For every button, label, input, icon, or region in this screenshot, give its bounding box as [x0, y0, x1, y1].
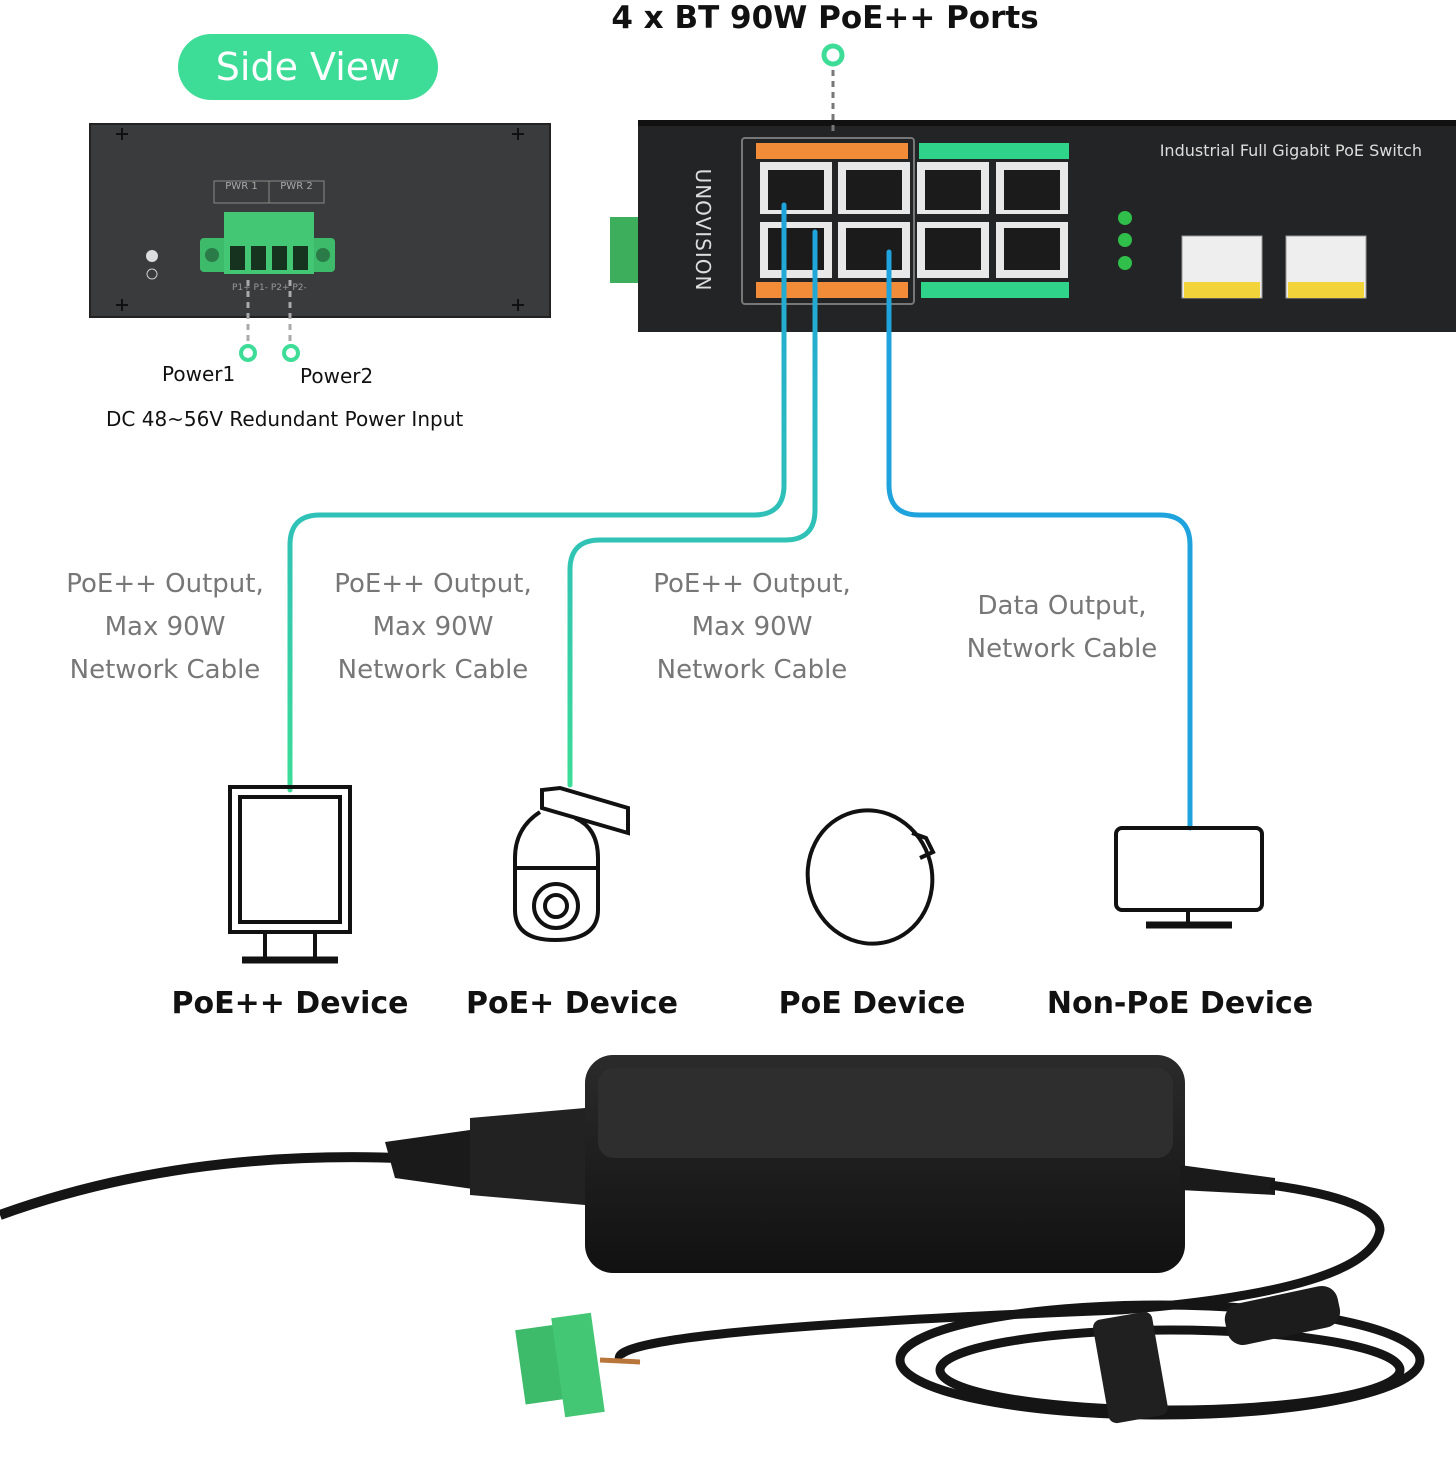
access-point-icon [805, 808, 936, 946]
poe-switch [610, 43, 1456, 332]
output-1-line2: Max 90W [104, 612, 226, 642]
device-label-3: PoE Device [778, 986, 966, 1021]
output-4-line2: Network Cable [966, 634, 1158, 664]
power-input-label: DC 48~56V Redundant Power Input [106, 407, 464, 431]
power2-label: Power2 [300, 364, 374, 388]
pwr2-label: PWR 2 [280, 181, 313, 192]
output-1: PoE++ Output, Max 90W Network Cable [40, 563, 290, 692]
cable-2 [567, 229, 818, 788]
side-view-badge: Side View [178, 34, 438, 100]
device-label-1: PoE++ Device [171, 986, 409, 1021]
output-1-line3: Network Cable [69, 655, 261, 685]
power1-label: Power1 [162, 362, 236, 386]
device-label-4: Non-PoE Device [1046, 986, 1314, 1021]
output-2-line3: Network Cable [337, 655, 529, 685]
output-4: Data Output, Network Cable [937, 585, 1187, 671]
terminal-marks: P1+ P1- P2+ P2- [232, 283, 307, 293]
switch-model: Industrial Full Gigabit PoE Switch [1159, 141, 1422, 160]
output-3-line1: PoE++ Output, [653, 569, 851, 599]
switch-brand-wrap: UNOVISION [668, 168, 738, 292]
ptz-camera-icon [513, 785, 630, 943]
device-label-2: PoE+ Device [466, 986, 678, 1021]
output-1-line1: PoE++ Output, [66, 569, 264, 599]
power-adapter [0, 1055, 1425, 1424]
side-view-panel [89, 123, 551, 362]
pwr1-label: PWR 1 [225, 181, 258, 192]
cable-4 [886, 249, 1193, 831]
output-2-line1: PoE++ Output, [334, 569, 532, 599]
output-2: PoE++ Output, Max 90W Network Cable [308, 563, 558, 692]
output-2-line2: Max 90W [372, 612, 494, 642]
output-4-line1: Data Output, [977, 591, 1147, 621]
network-cables [287, 202, 1193, 831]
monitor-icon [228, 785, 352, 964]
ports-title: 4 x BT 90W PoE++ Ports [611, 0, 1039, 36]
switch-brand: UNOVISION [691, 168, 715, 292]
output-3-line3: Network Cable [656, 655, 848, 685]
cable-1 [287, 202, 787, 793]
output-3-line2: Max 90W [691, 612, 813, 642]
output-3: PoE++ Output, Max 90W Network Cable [627, 563, 877, 692]
desktop-monitor-icon [1114, 826, 1264, 929]
